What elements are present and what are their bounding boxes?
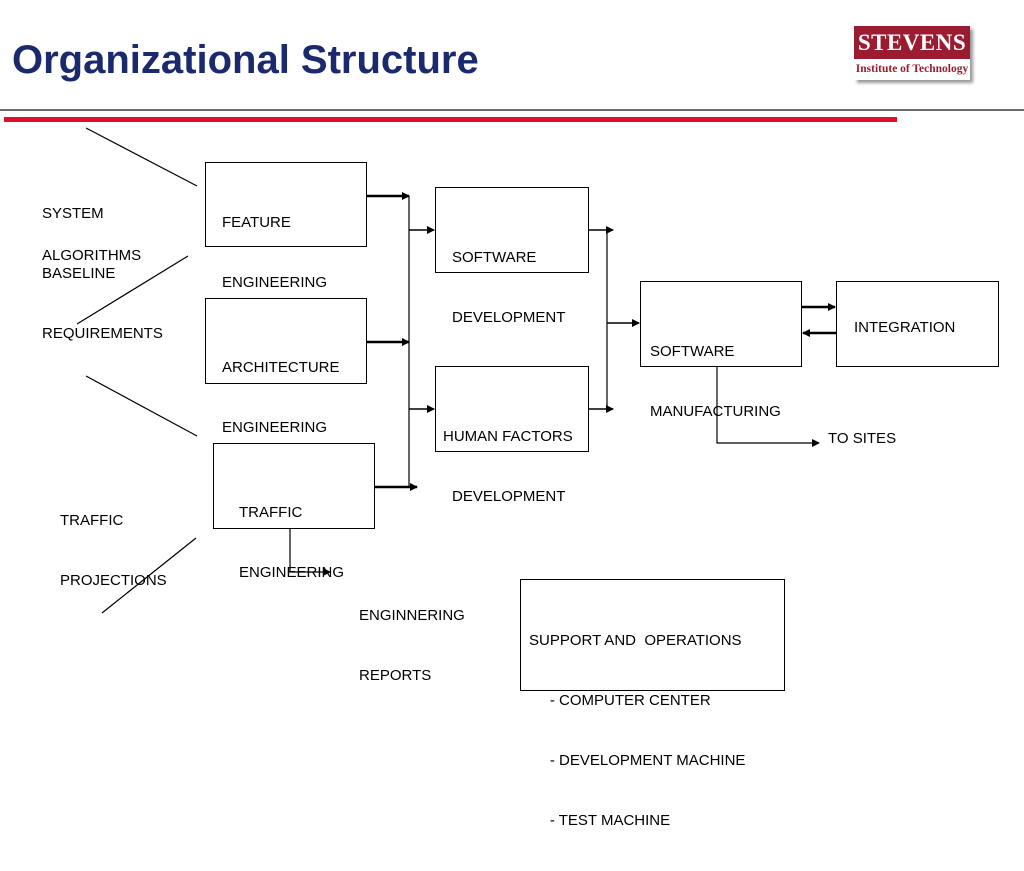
input-line-algorithms bbox=[76, 255, 189, 325]
feature-engineering-box: FEATURE ENGINEERING bbox=[205, 162, 367, 291]
title-divider-gray bbox=[0, 109, 1024, 111]
input-line-system bbox=[85, 127, 198, 187]
arrow-to-reports bbox=[289, 529, 331, 576]
input-line-traffic bbox=[101, 537, 197, 614]
stevens-logo: STEVENS Institute of Technology bbox=[854, 26, 970, 80]
traffic-engineering-box: TRAFFIC ENGINEERING bbox=[213, 443, 375, 581]
support-operations-box: SUPPORT AND OPERATIONS - COMPUTER CENTER… bbox=[520, 579, 785, 829]
slide-title: Organizational Structure bbox=[12, 38, 479, 82]
title-divider-red bbox=[4, 117, 897, 122]
integration-box: INTEGRATION bbox=[836, 281, 999, 367]
arrow-to-sites bbox=[716, 367, 820, 447]
input-traffic-projections: TRAFFIC PROJECTIONS bbox=[60, 512, 167, 589]
engineering-reports-label: ENGINNERING REPORTS bbox=[359, 607, 465, 684]
human-factors-development-box: HUMAN FACTORS DEVELOPMENT bbox=[435, 366, 589, 505]
input-algorithms: ALGORITHMS bbox=[42, 247, 142, 264]
logo-subtitle: Institute of Technology bbox=[854, 59, 970, 80]
architecture-engineering-box: ARCHITECTURE ENGINEERING bbox=[205, 298, 367, 436]
input-line-arch bbox=[85, 375, 198, 437]
logo-name: STEVENS bbox=[854, 26, 970, 59]
software-development-box: SOFTWARE DEVELOPMENT bbox=[435, 187, 589, 326]
input-system-baseline: SYSTEM BASELINE REQUIREMENTS bbox=[42, 205, 163, 342]
to-sites-label: TO SITES bbox=[828, 430, 897, 447]
connector-lines bbox=[76, 127, 836, 614]
software-manufacturing-box: SOFTWARE MANUFACTURING bbox=[640, 281, 802, 420]
